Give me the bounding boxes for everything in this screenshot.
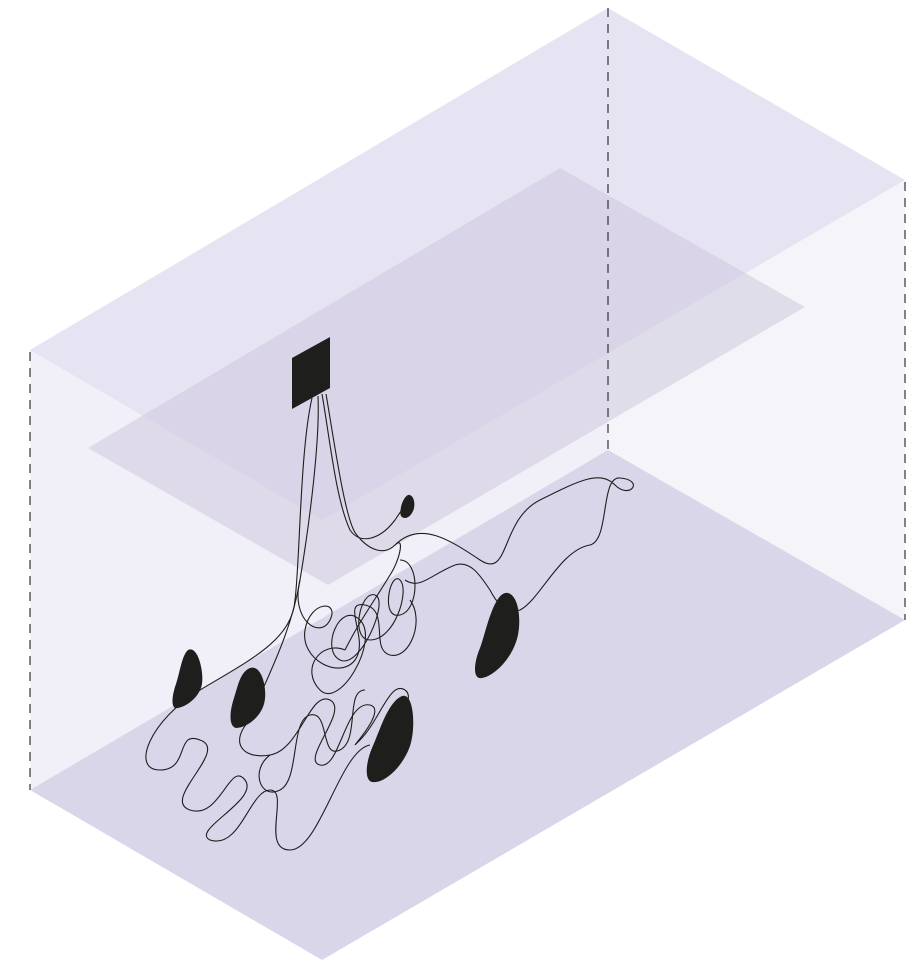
hanging-square-panel xyxy=(292,337,330,409)
blob-4 xyxy=(475,592,520,679)
middle-plane xyxy=(88,168,805,585)
blob-2 xyxy=(230,667,266,728)
floor-plane xyxy=(30,450,905,960)
blob-5 xyxy=(400,494,415,519)
blob-objects xyxy=(172,494,520,783)
blob-3 xyxy=(366,695,414,783)
blob-1 xyxy=(172,649,203,709)
